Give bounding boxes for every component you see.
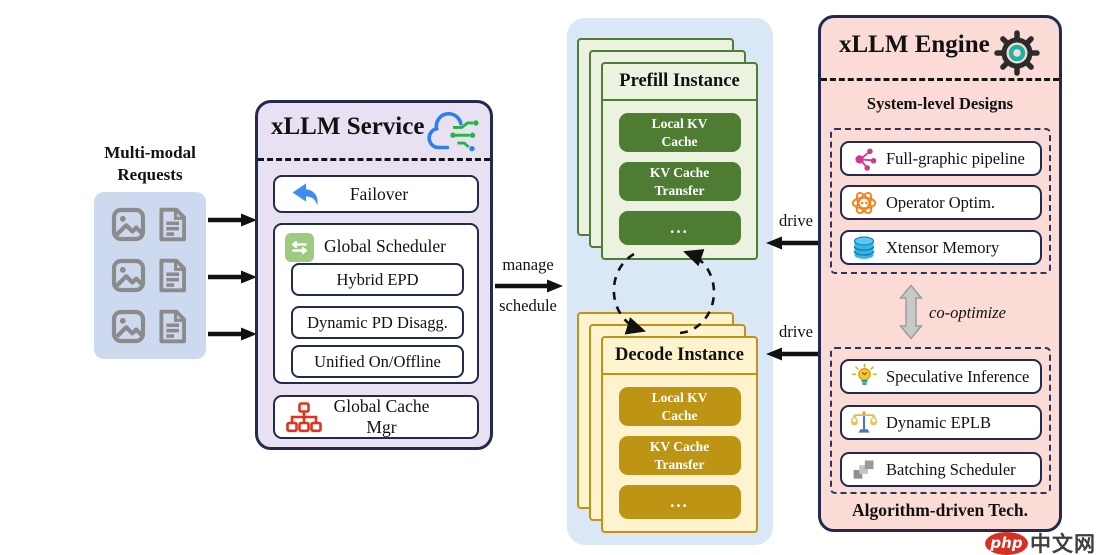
image-icon (111, 309, 145, 344)
service-divider (258, 158, 490, 161)
xllm-service-panel: xLLM Service Failover Global Scheduler H… (255, 100, 493, 450)
request-arrow (208, 213, 257, 227)
requests-box (94, 192, 206, 359)
algorithm-tech-group: Speculative Inference Dynamic EPLB Batch… (830, 347, 1051, 494)
request-row (110, 308, 191, 345)
engine-divider (821, 78, 1059, 81)
prefill-kv-cache-transfer: KV Cache Transfer (618, 162, 741, 201)
decode-more: ... (618, 485, 741, 519)
prefill-body: Local KV Cache KV Cache Transfer ... (603, 101, 756, 245)
system-item-operator-optim: Operator Optim. (840, 185, 1042, 220)
algorithm-tech-title: Algorithm-driven Tech. (852, 500, 1028, 520)
scales-icon (849, 409, 879, 436)
system-designs-group: Full-graphic pipeline Operator Optim. Xt… (830, 128, 1051, 274)
system-item-label: Xtensor Memory (886, 237, 1000, 257)
scheduler-item: Dynamic PD Disagg. (291, 306, 464, 339)
failover-label: Failover (349, 183, 409, 204)
drive-bottom-label: drive (779, 322, 813, 341)
prefill-local-kv-cache: Local KV Cache (618, 113, 741, 152)
prefill-decode-cycle-arrows (612, 249, 716, 335)
failover-item: Failover (273, 175, 479, 213)
system-designs-title: System-level Designs (866, 94, 1014, 113)
request-row (110, 206, 191, 243)
cache-mgr-item: Global Cache Mgr (273, 395, 479, 439)
lightbulb-icon (849, 363, 879, 390)
request-arrow (208, 327, 257, 341)
drive-top-arrow (766, 236, 818, 250)
decode-local-kv-cache: Local KV Cache (618, 387, 741, 426)
requests-title: Multi-modal Requests (104, 143, 196, 185)
request-arrow (208, 270, 257, 284)
algorithm-item-label: Dynamic EPLB (886, 412, 991, 432)
decode-body: Local KV Cache KV Cache Transfer ... (603, 375, 756, 519)
atom-icon (849, 189, 879, 217)
system-item-full-graphic-pipeline: Full-graphic pipeline (840, 141, 1042, 176)
system-item-label: Operator Optim. (886, 192, 996, 212)
prefill-card-front: Prefill Instance Local KV Cache KV Cache… (601, 62, 758, 260)
algorithm-item-speculative-inference: Speculative Inference (840, 359, 1042, 394)
decode-title: Decode Instance (603, 338, 756, 375)
prefill-more: ... (618, 211, 741, 245)
request-row (110, 257, 191, 294)
xllm-engine-panel: xLLM Engine System-level Designs Full-gr… (818, 15, 1062, 532)
watermark-php-badge: php (985, 531, 1028, 555)
watermark-cn-text: 中文网 (1030, 532, 1096, 555)
algorithm-item-dynamic-eplb: Dynamic EPLB (840, 405, 1042, 440)
global-scheduler-group: Global Scheduler Hybrid EPD Dynamic PD D… (273, 223, 479, 384)
document-icon (158, 258, 186, 293)
scheduler-item: Hybrid EPD (291, 263, 464, 296)
graph-network-icon (849, 145, 879, 172)
cache-mgr-label: Global Cache Mgr (333, 396, 430, 437)
document-icon (158, 309, 186, 344)
scheduler-item: Unified On/Offline (291, 345, 464, 378)
document-icon (158, 207, 186, 242)
drive-top-label: drive (779, 211, 813, 230)
gear-icon (994, 30, 1040, 76)
algorithm-item-label: Batching Scheduler (886, 459, 1016, 479)
decode-kv-cache-transfer: KV Cache Transfer (618, 436, 741, 475)
system-item-xtensor-memory: Xtensor Memory (840, 230, 1042, 265)
cloud-circuit-icon (427, 111, 479, 152)
drive-bottom-arrow (766, 347, 818, 361)
system-item-label: Full-graphic pipeline (886, 148, 1025, 168)
database-icon (849, 235, 879, 261)
algorithm-item-label: Speculative Inference (886, 366, 1030, 386)
algorithm-item-batching-scheduler: Batching Scheduler (840, 452, 1042, 487)
schedule-label: schedule (499, 296, 557, 315)
service-title: xLLM Service (271, 113, 425, 140)
image-icon (111, 207, 145, 242)
image-icon (111, 258, 145, 293)
scheduler-icon (285, 233, 314, 262)
manage-schedule-arrow (495, 279, 563, 293)
prefill-title: Prefill Instance (603, 64, 756, 101)
cache-mgr-tree-icon (286, 401, 322, 432)
batch-squares-icon (849, 457, 879, 483)
manage-label: manage (502, 255, 554, 274)
engine-title: xLLM Engine (839, 31, 990, 58)
watermark: php 中文网 (985, 528, 1096, 555)
co-optimize-arrow (899, 284, 923, 340)
scheduler-title: Global Scheduler (324, 236, 446, 256)
co-optimize-label: co-optimize (929, 303, 1006, 322)
decode-card-front: Decode Instance Local KV Cache KV Cache … (601, 336, 758, 533)
failover-arrow-icon (292, 182, 318, 206)
